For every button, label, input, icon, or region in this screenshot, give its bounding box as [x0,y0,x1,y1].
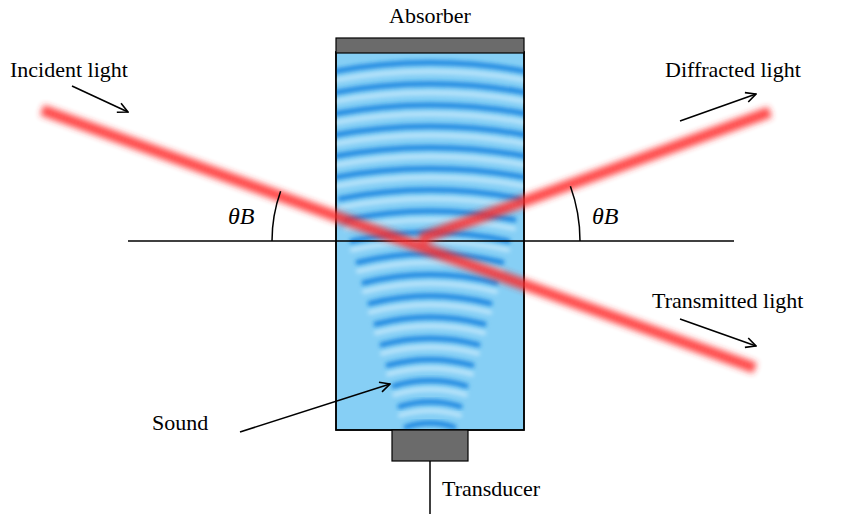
diffracted-beam [420,112,770,239]
leader-arrow [72,86,128,112]
incident-transmitted-beam [42,110,755,368]
wavefront-glow [400,411,460,416]
incident-light-label: Incident light [10,58,128,82]
wavefront [394,381,466,386]
wavefront-glow [388,368,472,374]
absorber-label: Absorber [389,4,471,28]
wavefront [406,423,454,427]
leader-arrow [680,319,756,346]
diffracted-light-label: Diffracted light [665,58,801,82]
absorber-plate [336,38,524,53]
wavefront [388,359,472,365]
wavefront-glow [336,93,524,102]
angle-label: θB [228,203,254,229]
leader-arrow [680,94,756,121]
wavefront [364,275,496,283]
wavefront [376,317,484,324]
angle-arc [272,191,281,241]
transducer-block [392,430,468,461]
wavefront [400,402,460,407]
transducer-wire [429,461,431,514]
light-beams [42,110,770,368]
wavefront-glow [340,199,520,208]
wavefront-glow [382,347,478,353]
sound-label: Sound [152,411,208,435]
angle-label: θB [592,203,618,229]
wavefront-glow [336,135,524,144]
wavefront-glow [394,390,466,395]
wavefront-glow [370,305,490,313]
wavefront-glow [336,114,524,123]
wavefront-glow [376,326,484,333]
transducer-label: Transducer [442,477,540,501]
transmitted-light-label: Transmitted light [652,289,803,313]
leader-arrow [240,384,390,432]
wavefront [370,296,490,304]
angle-arc [570,186,580,241]
wavefront-glow [336,156,524,165]
wavefront [382,338,478,344]
wavefront-glow [336,72,524,81]
wavefront-glow [364,284,496,292]
wavefront-glow [336,178,524,187]
